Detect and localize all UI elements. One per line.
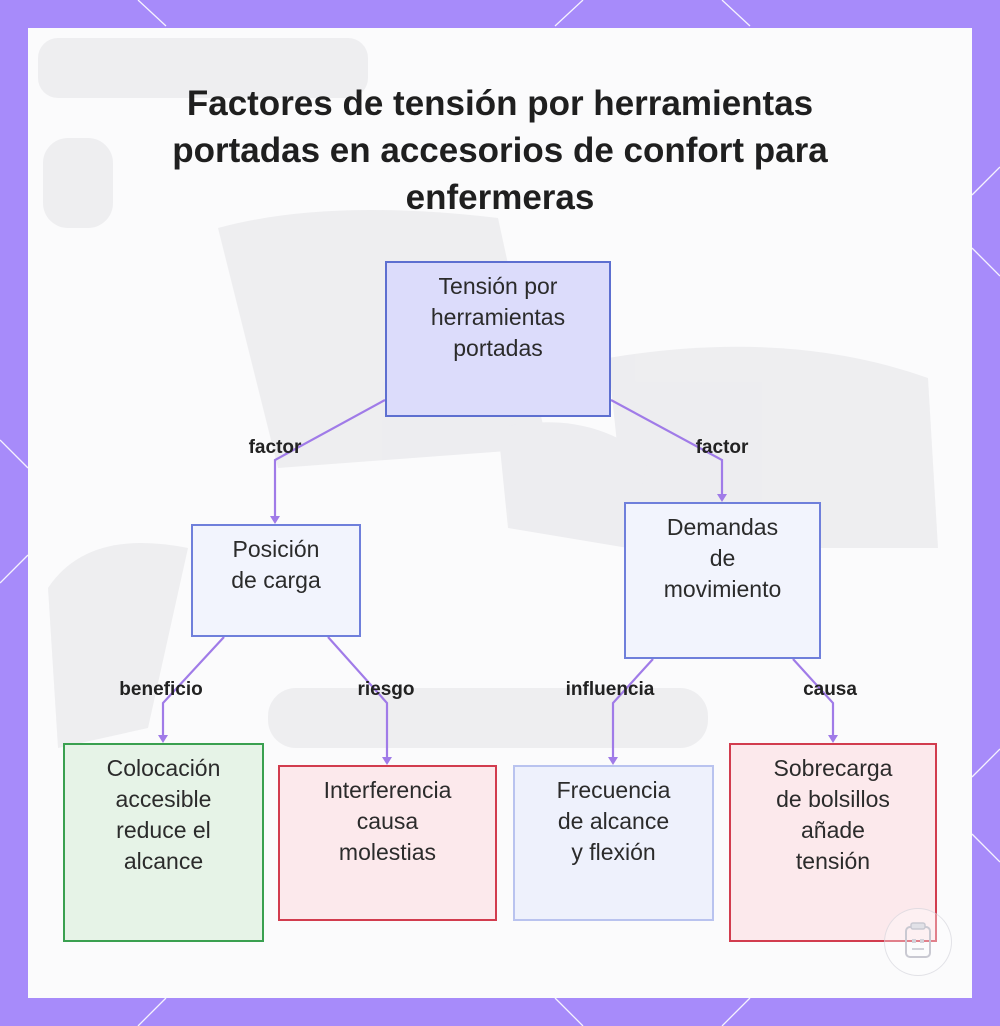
edge-root-posicion: [275, 400, 385, 522]
node-posicion-carga: Posición de carga: [191, 524, 361, 637]
node-line: herramientas: [431, 302, 565, 333]
arrowhead-frecuencia: [608, 757, 618, 765]
node-tension-herramientas: Tensión por herramientas portadas: [385, 261, 611, 417]
node-line: de bolsillos: [774, 784, 893, 815]
node-line: movimiento: [664, 574, 782, 605]
node-frecuencia-alcance: Frecuencia de alcance y flexión: [513, 765, 714, 921]
node-line: causa: [324, 806, 452, 837]
arrowhead-demandas: [717, 494, 727, 502]
node-line: molestias: [324, 837, 452, 868]
node-line: de carga: [231, 565, 321, 596]
edge-label-factor-left: factor: [249, 437, 302, 459]
arrowhead-sobrecarga: [828, 735, 838, 743]
node-line: Tensión por: [431, 271, 565, 302]
node-line: accesible: [107, 784, 221, 815]
node-line: Colocación: [107, 753, 221, 784]
node-line: portadas: [431, 333, 565, 364]
node-line: tensión: [774, 846, 893, 877]
edge-label-factor-right: factor: [696, 437, 749, 459]
node-line: de: [664, 543, 782, 574]
node-interferencia-molestias: Interferencia causa molestias: [278, 765, 497, 921]
edge-label-riesgo: riesgo: [357, 679, 414, 701]
node-line: Interferencia: [324, 775, 452, 806]
document-badge-icon: [884, 908, 952, 976]
node-line: de alcance: [557, 806, 671, 837]
edge-label-beneficio: beneficio: [119, 679, 202, 701]
node-line: Demandas: [664, 512, 782, 543]
arrowhead-colocacion: [158, 735, 168, 743]
node-line: Posición: [231, 534, 321, 565]
node-demandas-movimiento: Demandas de movimiento: [624, 502, 821, 659]
edge-demandas-frecuencia: [613, 659, 653, 763]
edge-label-influencia: influencia: [566, 679, 655, 701]
node-line: reduce el: [107, 815, 221, 846]
arrowhead-posicion: [270, 516, 280, 524]
node-line: añade: [774, 815, 893, 846]
node-line: y flexión: [557, 837, 671, 868]
node-colocacion-accesible: Colocación accesible reduce el alcance: [63, 743, 264, 942]
arrowhead-interferencia: [382, 757, 392, 765]
diagram-card: Factores de tensión por herramientas por…: [28, 28, 972, 998]
node-line: alcance: [107, 846, 221, 877]
edge-label-causa: causa: [803, 679, 857, 701]
node-line: Frecuencia: [557, 775, 671, 806]
node-line: Sobrecarga: [774, 753, 893, 784]
